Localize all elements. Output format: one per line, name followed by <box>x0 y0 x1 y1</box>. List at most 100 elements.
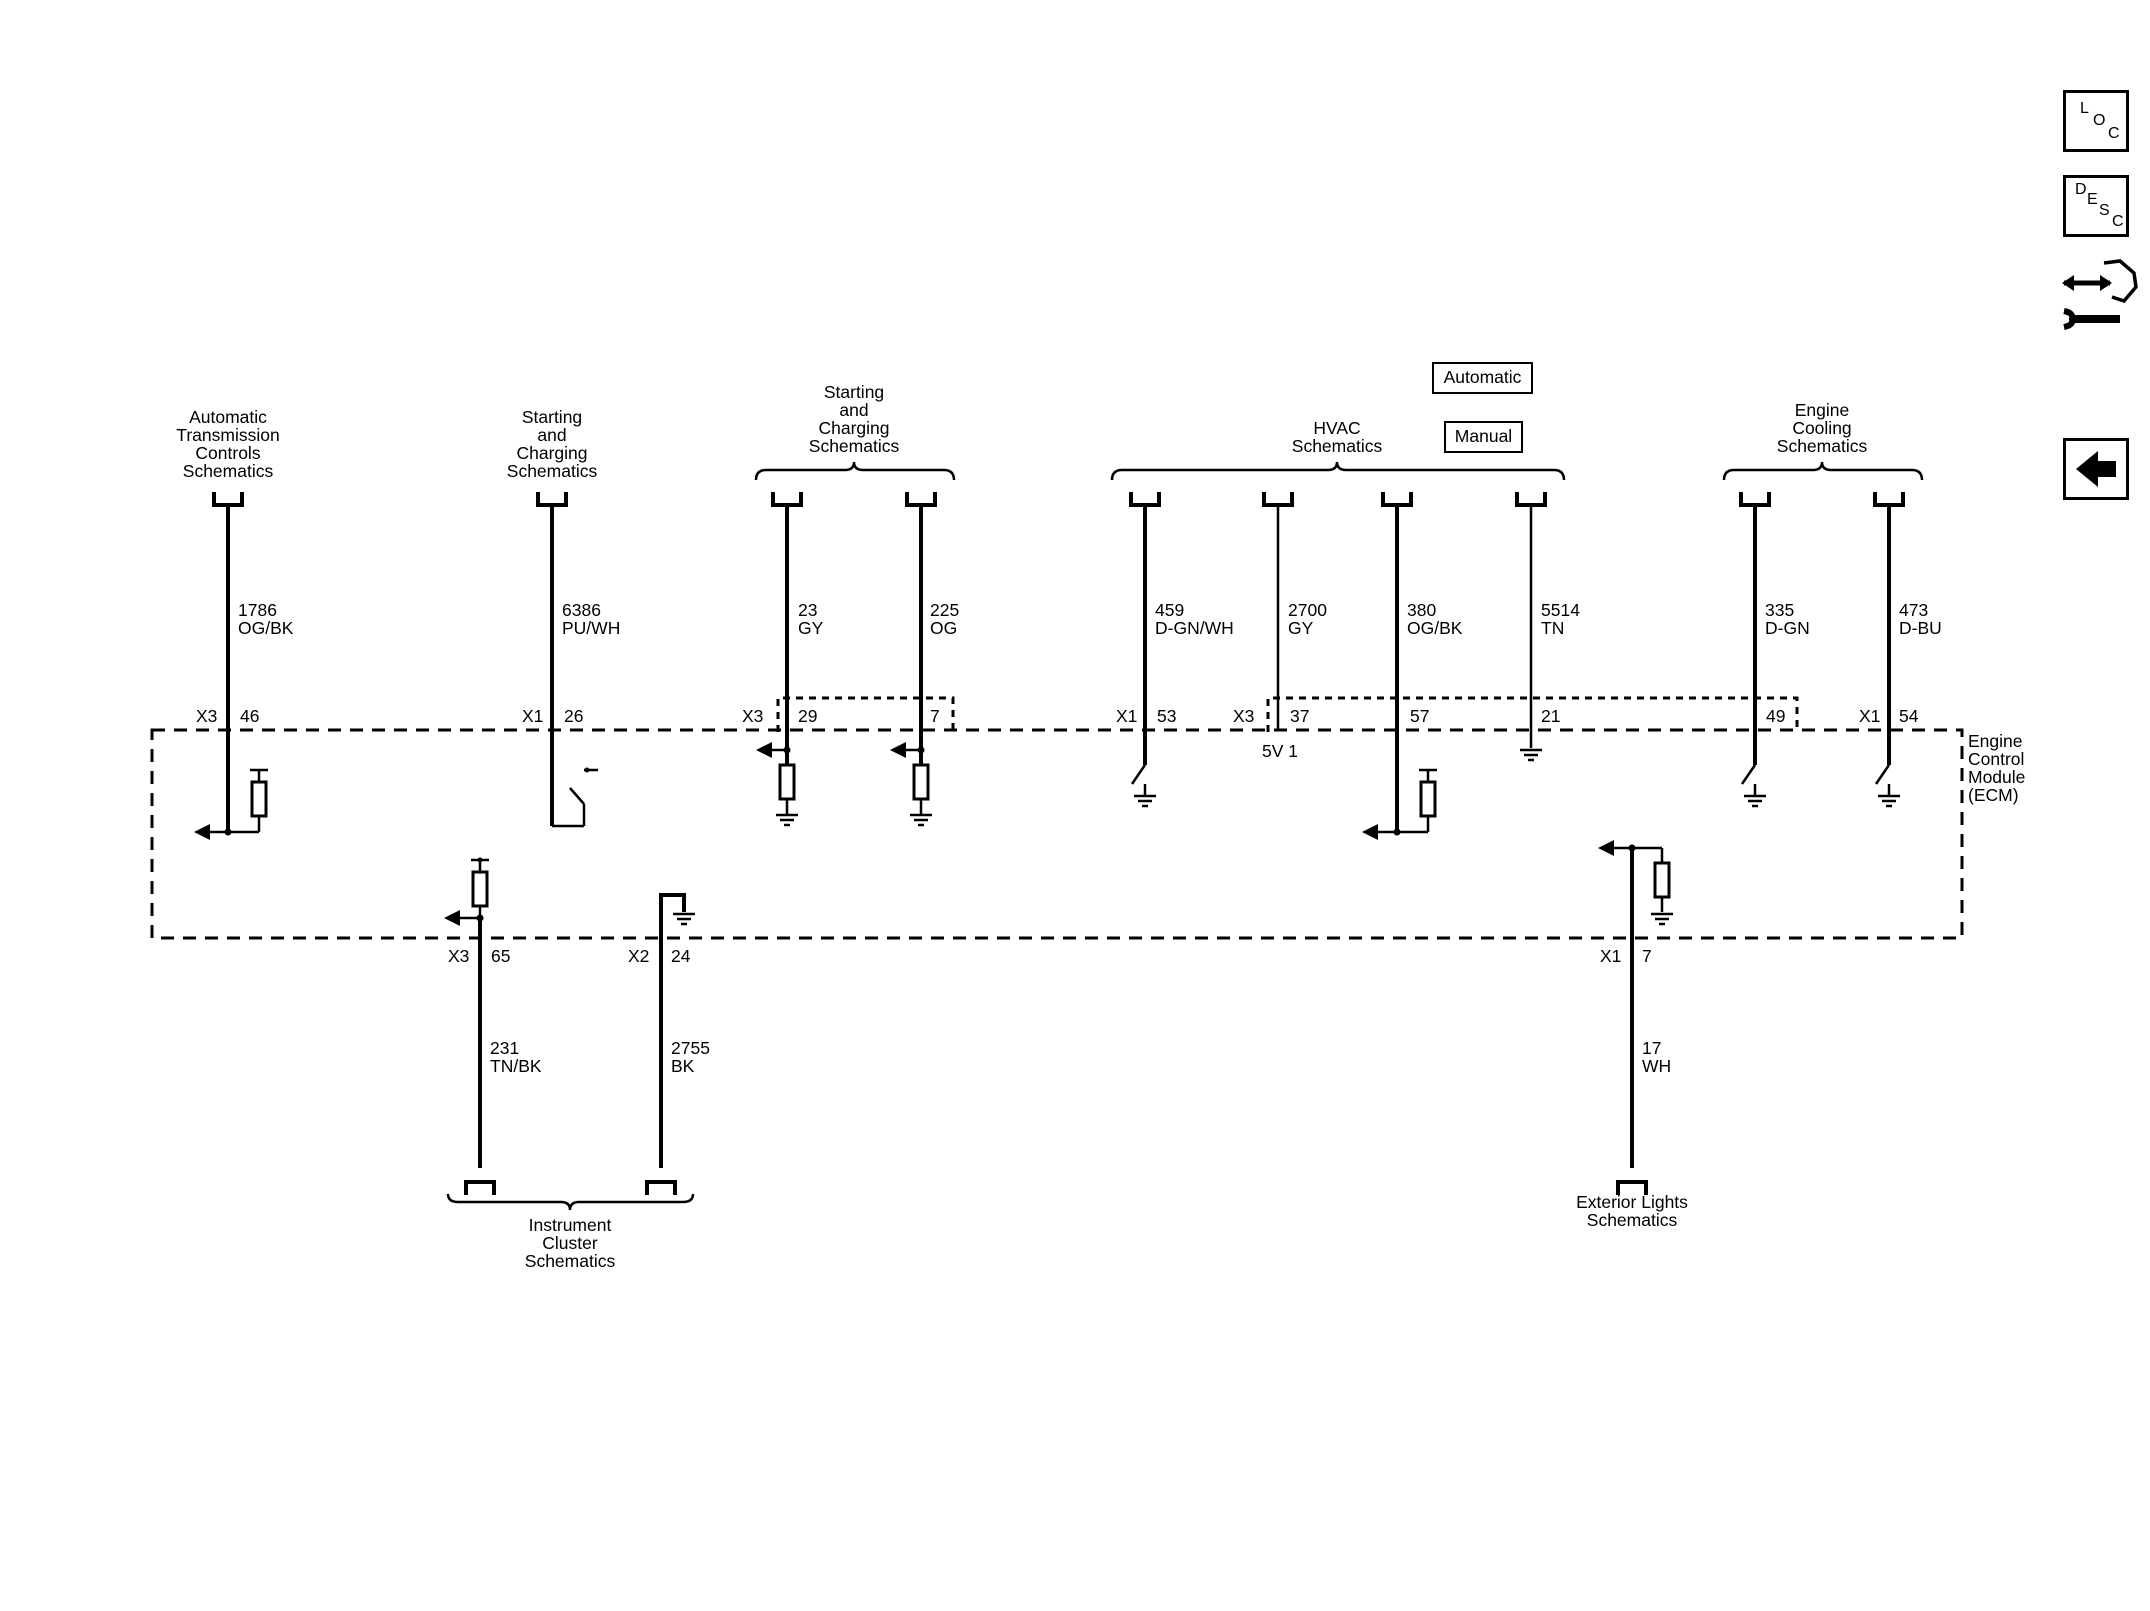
svg-text:Transmission: Transmission <box>176 425 279 445</box>
shield-starting-charging <box>776 696 955 732</box>
svg-text:and: and <box>537 425 566 445</box>
svg-text:GY: GY <box>1288 618 1314 638</box>
description-view-button[interactable]: D E S C <box>2063 175 2129 237</box>
svg-text:(ECM): (ECM) <box>1968 785 2019 805</box>
ref-transmission-controls[interactable]: Automatic Transmission Controls Schemati… <box>176 407 279 481</box>
svg-text:Engine: Engine <box>1968 731 2023 751</box>
brace-engine-cooling <box>1722 461 1924 481</box>
loc-letter-l: L <box>2080 100 2089 117</box>
conn-x3-46: X3 <box>196 706 217 726</box>
ref-starting-charging-1[interactable]: Starting and Charging Schematics <box>507 407 598 481</box>
desc-letter-c: C <box>2112 213 2124 230</box>
ref-hvac[interactable]: HVAC Schematics <box>1292 418 1383 456</box>
loc-letter-o: O <box>2093 112 2106 129</box>
svg-text:Instrument: Instrument <box>529 1215 612 1235</box>
pullup-resistor-65 <box>444 857 489 926</box>
label-459: 459 D-GN/WH <box>1155 600 1234 638</box>
svg-text:Module: Module <box>1968 767 2025 787</box>
pullup-resistor-46 <box>194 768 268 840</box>
pin-46: 46 <box>240 706 259 726</box>
svg-text:Schematics: Schematics <box>507 461 598 481</box>
conn-x2-24: X2 <box>628 946 649 966</box>
reference-5v-label: 5V 1 <box>1262 741 1298 761</box>
label-23: 23 GY <box>798 600 824 638</box>
ref-instrument-cluster[interactable]: Instrument Cluster Schematics <box>525 1215 616 1271</box>
pin-7-exterior: 7 <box>1642 946 1652 966</box>
pin-65: 65 <box>491 946 510 966</box>
location-view-button[interactable]: L O C <box>2063 90 2129 152</box>
svg-text:459: 459 <box>1155 600 1184 620</box>
svg-text:OG: OG <box>930 618 957 638</box>
svg-text:Automatic: Automatic <box>189 407 267 427</box>
switch-54 <box>1874 764 1902 808</box>
label-335: 335 D-GN <box>1765 600 1810 638</box>
ref-starting-charging-2[interactable]: Starting and Charging Schematics <box>809 382 900 456</box>
connector-end-view-icon[interactable] <box>2060 257 2140 337</box>
desc-letter-d: D <box>2075 181 2087 198</box>
svg-text:D-BU: D-BU <box>1899 618 1942 638</box>
label-2755: 2755 BK <box>671 1038 710 1076</box>
pin-24: 24 <box>671 946 691 966</box>
svg-text:Controls: Controls <box>195 443 260 463</box>
label-2700: 2700 GY <box>1288 600 1327 638</box>
label-1786: 1786 OG/BK <box>238 600 294 638</box>
pin-53: 53 <box>1157 706 1176 726</box>
svg-text:335: 335 <box>1765 600 1794 620</box>
desc-letter-e: E <box>2087 191 2098 208</box>
ref-engine-cooling[interactable]: Engine Cooling Schematics <box>1777 400 1868 456</box>
label-225: 225 OG <box>930 600 959 638</box>
brace-hvac <box>1110 461 1566 481</box>
manual-option-button[interactable]: Manual <box>1444 421 1523 453</box>
svg-text:5514: 5514 <box>1541 600 1580 620</box>
pin-26: 26 <box>564 706 583 726</box>
svg-text:Cluster: Cluster <box>542 1233 598 1253</box>
svg-text:Starting: Starting <box>522 407 582 427</box>
svg-text:Charging: Charging <box>516 443 587 463</box>
pin-37: 37 <box>1290 706 1309 726</box>
label-473: 473 D-BU <box>1899 600 1942 638</box>
conn-x3-29: X3 <box>742 706 763 726</box>
back-button[interactable] <box>2063 438 2129 500</box>
pullup-resistor-7-exterior <box>1598 840 1675 926</box>
svg-text:Engine: Engine <box>1795 400 1850 420</box>
ground-24 <box>659 893 697 1168</box>
svg-text:Charging: Charging <box>818 418 889 438</box>
svg-text:23: 23 <box>798 600 817 620</box>
automatic-option-button[interactable]: Automatic <box>1432 362 1533 394</box>
pin-29: 29 <box>798 706 817 726</box>
svg-text:Schematics: Schematics <box>1587 1210 1678 1230</box>
svg-text:17: 17 <box>1642 1038 1661 1058</box>
svg-text:Schematics: Schematics <box>809 436 900 456</box>
svg-text:2755: 2755 <box>671 1038 710 1058</box>
svg-text:BK: BK <box>671 1056 695 1076</box>
conn-x1-7: X1 <box>1600 946 1621 966</box>
svg-text:HVAC: HVAC <box>1313 418 1360 438</box>
label-5514: 5514 TN <box>1541 600 1580 638</box>
svg-text:225: 225 <box>930 600 959 620</box>
back-arrow-icon <box>2076 451 2116 487</box>
svg-text:6386: 6386 <box>562 600 601 620</box>
svg-text:380: 380 <box>1407 600 1436 620</box>
pin-54: 54 <box>1899 706 1919 726</box>
ecm-module-label: Engine Control Module (ECM) <box>1968 731 2025 805</box>
svg-text:TN/BK: TN/BK <box>490 1056 542 1076</box>
ref-exterior-lights[interactable]: Exterior Lights Schematics <box>1576 1192 1688 1230</box>
svg-text:D-GN/WH: D-GN/WH <box>1155 618 1234 638</box>
svg-text:Cooling: Cooling <box>1792 418 1851 438</box>
svg-text:GY: GY <box>798 618 824 638</box>
svg-text:Control: Control <box>1968 749 2024 769</box>
pin-7: 7 <box>930 706 940 726</box>
svg-text:OG/BK: OG/BK <box>1407 618 1463 638</box>
svg-text:Schematics: Schematics <box>1777 436 1868 456</box>
svg-text:231: 231 <box>490 1038 519 1058</box>
svg-text:PU/WH: PU/WH <box>562 618 620 638</box>
svg-text:Schematics: Schematics <box>525 1251 616 1271</box>
conn-x1-54: X1 <box>1859 706 1880 726</box>
svg-text:TN: TN <box>1541 618 1564 638</box>
conn-x1-26: X1 <box>522 706 543 726</box>
pin-57: 57 <box>1410 706 1429 726</box>
svg-text:473: 473 <box>1899 600 1928 620</box>
svg-text:and: and <box>839 400 868 420</box>
brace-instrument-cluster <box>446 1193 695 1211</box>
